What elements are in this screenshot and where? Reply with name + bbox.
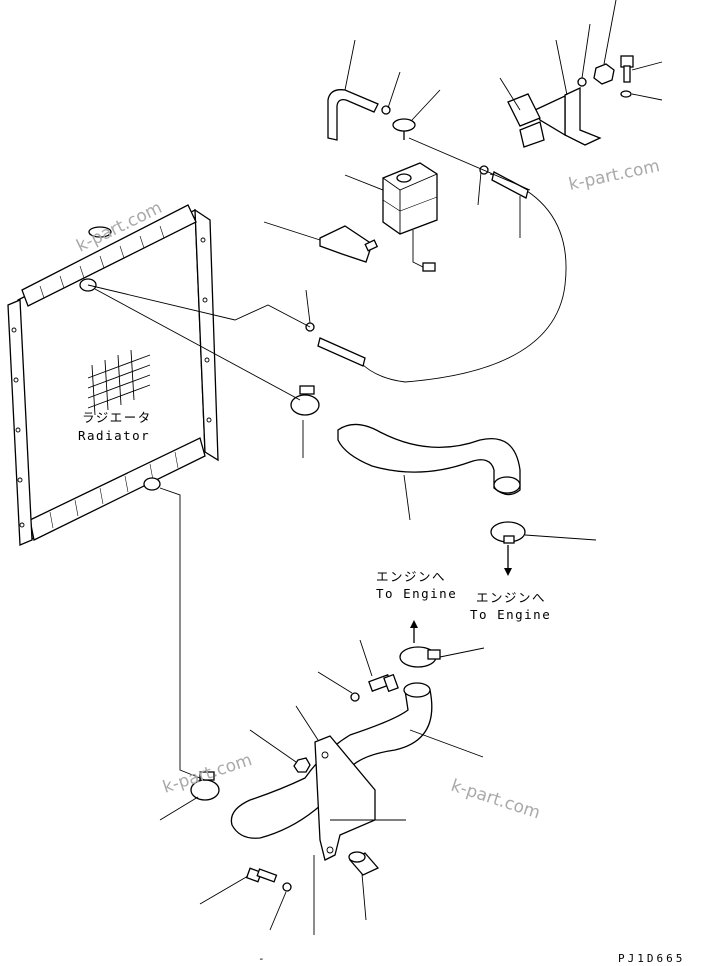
tank-mount-bracket <box>534 86 602 146</box>
washer-2 <box>620 90 632 98</box>
bolt-lower-right <box>368 673 399 693</box>
to-engine-1-jp: エンジンへ <box>376 569 446 584</box>
radiator-label-en: Radiator <box>78 428 150 443</box>
tank-cap <box>392 118 416 140</box>
hose-end-lower <box>317 337 366 367</box>
radiator <box>7 204 219 546</box>
washer-lower <box>350 692 360 702</box>
washer-bottom <box>282 882 292 892</box>
pipe-bracket <box>314 735 376 861</box>
nut-lower <box>293 757 311 773</box>
hose-clamp-lower-upper <box>399 646 441 668</box>
hose-clamp-right <box>490 521 526 544</box>
hose-clamp-upper <box>290 385 320 416</box>
to-engine-2-en: To Engine <box>470 607 551 622</box>
to-engine-1-en: To Engine <box>376 586 457 601</box>
bottom-mark: - <box>258 952 268 965</box>
overflow-line <box>87 284 311 328</box>
spacer-sleeve <box>348 851 380 876</box>
bracket-plate <box>507 93 545 148</box>
reserve-tank <box>382 162 438 272</box>
radiator-label-jp: ラジエータ <box>82 410 152 425</box>
drawing-code: PJ1D665 <box>618 952 685 965</box>
to-engine-2-jp: エンジンへ <box>476 590 546 605</box>
lower-connector-line <box>159 487 206 781</box>
overflow-pipe <box>327 89 379 141</box>
small-clip <box>381 105 391 115</box>
watermark-1: k-part.com <box>567 156 662 195</box>
overflow-hose <box>359 173 567 383</box>
tank-band <box>319 225 379 263</box>
hose-clamp-bottom-left <box>190 771 220 801</box>
upper-hose <box>337 423 521 496</box>
washer <box>577 77 587 87</box>
watermark-4: k-part.com <box>448 776 542 824</box>
nut <box>593 63 615 85</box>
bolt-bottom-left <box>245 867 278 883</box>
upper-connector-line <box>94 288 301 401</box>
leader-lines <box>159 0 663 935</box>
bolt <box>620 55 634 83</box>
